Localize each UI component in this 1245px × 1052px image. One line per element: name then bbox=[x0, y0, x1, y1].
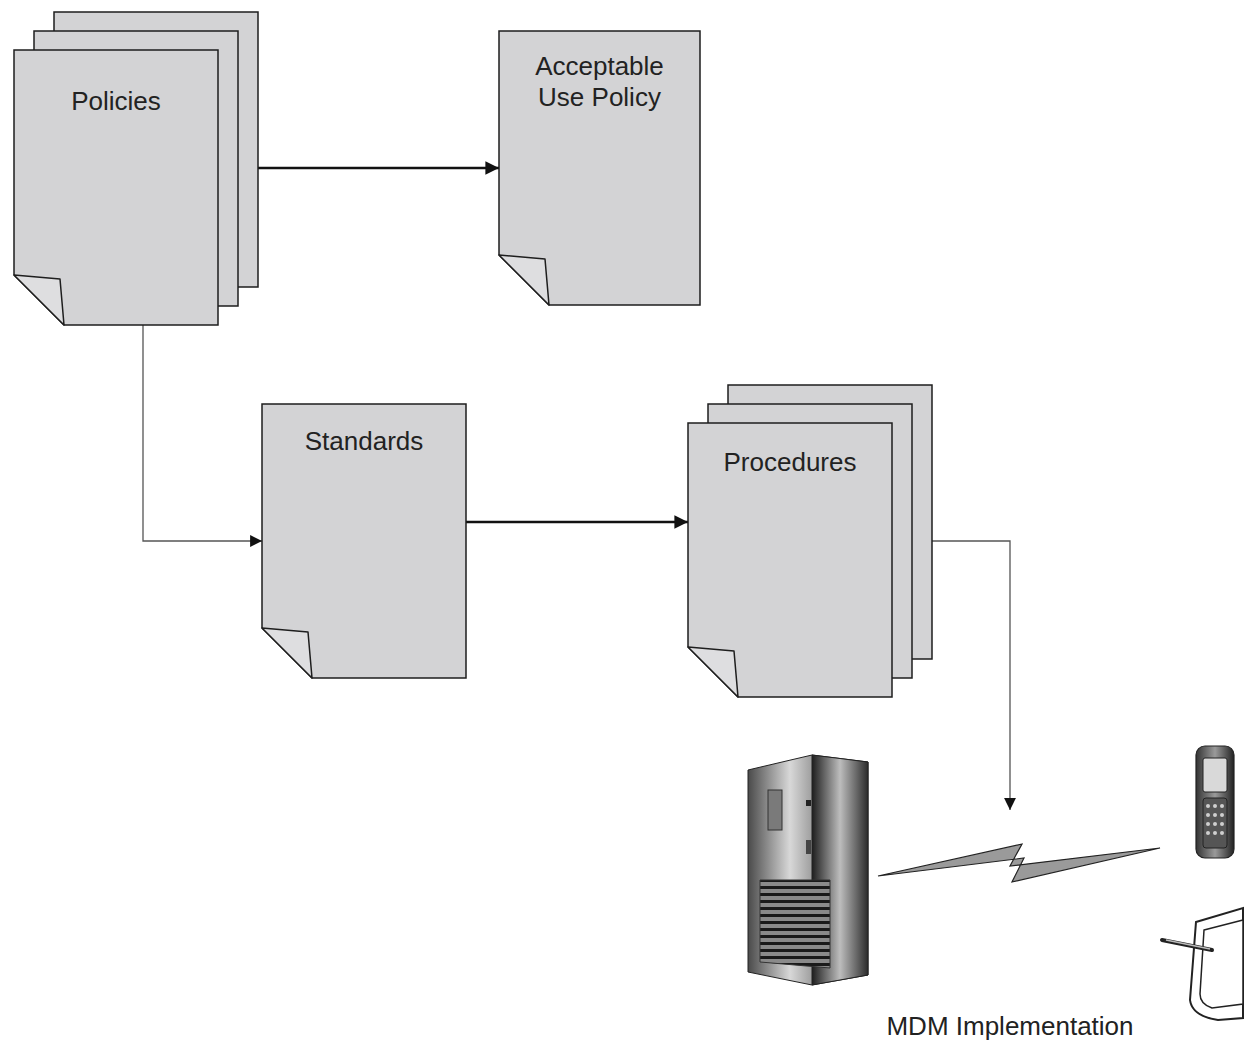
node-label: Acceptable Use Policy bbox=[520, 51, 680, 113]
wireless-link bbox=[878, 844, 1160, 882]
phone-icon bbox=[1196, 746, 1234, 858]
policy-stack: Policies bbox=[14, 50, 218, 325]
mdm-implementation: MDM Implementation bbox=[775, 812, 1245, 1048]
connector-arrow bbox=[218, 167, 499, 170]
server-icon bbox=[748, 755, 868, 985]
node-label: Standards bbox=[274, 426, 454, 457]
node-label: Policies bbox=[26, 86, 206, 117]
standards-document: Standards bbox=[262, 404, 466, 678]
tablet-icon bbox=[1162, 908, 1243, 1020]
connector-arrow bbox=[466, 521, 688, 524]
policy-document: Acceptable Use Policy bbox=[499, 31, 700, 305]
node-label: MDM Implementation bbox=[886, 1011, 1133, 1042]
connector-arrow bbox=[143, 325, 262, 541]
procedure-stack: Procedures bbox=[688, 423, 892, 697]
node-label: Procedures bbox=[700, 447, 880, 478]
